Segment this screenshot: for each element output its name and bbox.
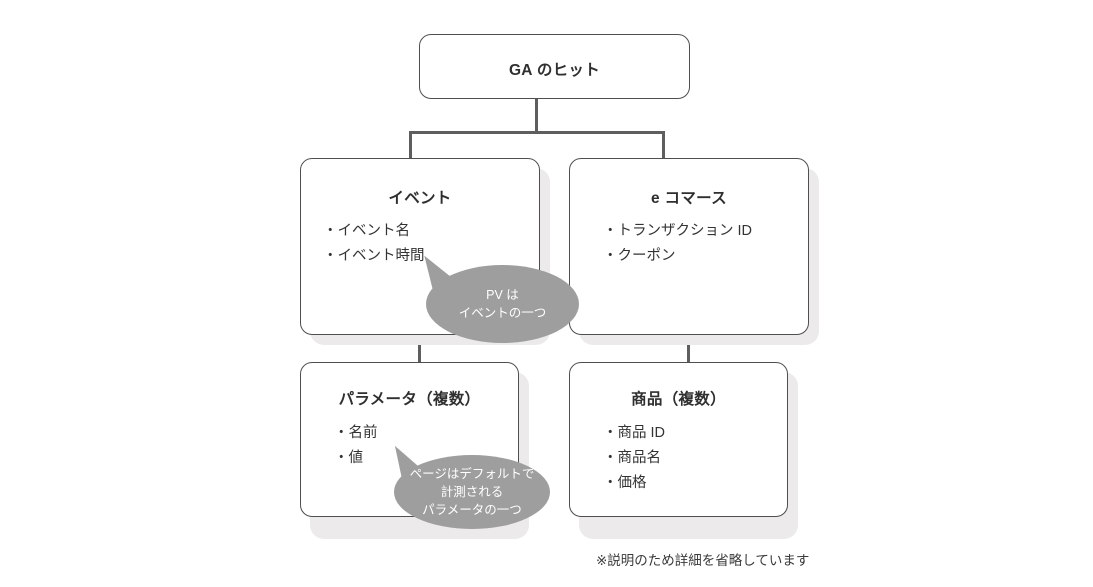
- list-item: ・価格: [603, 475, 647, 491]
- callout-line: パラメータの一つ: [422, 503, 522, 517]
- node-ecommerce-title: e コマース: [651, 190, 727, 207]
- list-item: ・値: [334, 450, 363, 466]
- node-ecommerce[interactable]: e コマース ・トランザクション ID ・クーポン: [569, 158, 809, 335]
- node-ga-hit[interactable]: GA のヒット: [419, 34, 690, 99]
- node-product-title: 商品（複数）: [631, 391, 726, 408]
- node-event-title: イベント: [388, 190, 452, 207]
- list-item: ・商品 ID: [603, 425, 666, 441]
- list-item: ・クーポン: [603, 248, 676, 264]
- callout-line: ページはデフォルトで: [409, 467, 535, 481]
- node-parameter-title: パラメータ（複数）: [338, 391, 481, 408]
- connector-event-to-parameter: [418, 333, 421, 363]
- node-ga-hit-title: GA のヒット: [508, 62, 601, 79]
- list-item: ・商品名: [603, 450, 661, 466]
- connector-root-to-split: [535, 99, 538, 133]
- connector-ecommerce-to-product: [687, 333, 690, 363]
- node-ecommerce-items: ・トランザクション ID ・クーポン: [603, 219, 752, 269]
- callout-line: 計測される: [440, 485, 504, 499]
- list-item: ・トランザクション ID: [603, 223, 753, 239]
- connector-horizontal-split: [409, 131, 665, 134]
- callout-page-parameter: ページはデフォルトで 計測される パラメータの一つ: [394, 455, 550, 529]
- list-item: ・イベント時間: [323, 248, 425, 264]
- callout-page-parameter-text: ページはデフォルトで 計測される パラメータの一つ: [402, 465, 543, 519]
- list-item: ・イベント名: [323, 223, 410, 239]
- callout-line: イベントの一つ: [458, 306, 547, 320]
- list-item: ・名前: [334, 425, 378, 441]
- connector-split-to-ecommerce: [662, 131, 665, 160]
- callout-pv: PV は イベントの一つ: [426, 265, 579, 343]
- callout-pv-text: PV は イベントの一つ: [451, 286, 555, 322]
- callout-line: PV は: [486, 288, 519, 302]
- node-event-items: ・イベント名 ・イベント時間: [323, 219, 425, 269]
- node-product-items: ・商品 ID ・商品名 ・価格: [603, 421, 665, 496]
- connector-split-to-event: [409, 131, 412, 160]
- footnote: ※説明のため詳細を省略しています: [596, 553, 810, 568]
- node-parameter-items: ・名前 ・値: [334, 421, 378, 471]
- node-product[interactable]: 商品（複数） ・商品 ID ・商品名 ・価格: [569, 362, 788, 517]
